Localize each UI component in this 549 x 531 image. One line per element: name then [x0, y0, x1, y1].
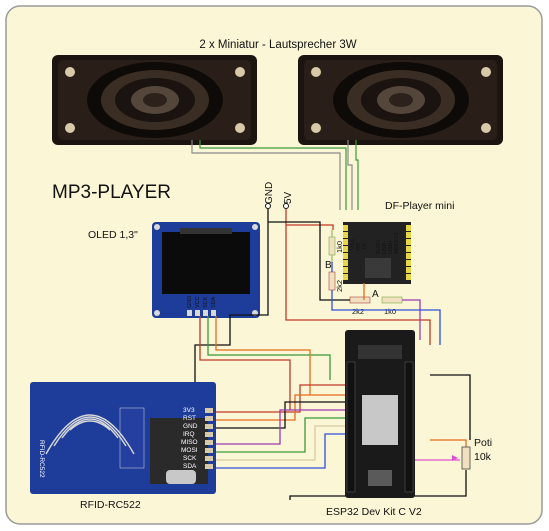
resistor-2k2-horizontal — [349, 296, 371, 304]
df-pin-tx: TX — [362, 243, 368, 250]
dfplayer-pin-labels-right: BUSY USB- USB+ ADKEY2 — [376, 232, 400, 254]
oled-display — [152, 222, 260, 318]
resistor-1k0-horizontal — [381, 296, 403, 304]
esp32-board — [345, 330, 415, 498]
rfid-board-text: RFID-RC522 — [38, 440, 45, 478]
oled-pin-sda: SDA — [211, 296, 217, 308]
rfid-pin-mosi: MOSI — [181, 447, 198, 454]
oled-pin-vcc: VCC — [195, 296, 201, 308]
marker-a: A — [372, 289, 379, 300]
gnd-terminal — [265, 203, 271, 209]
potentiometer — [452, 446, 471, 470]
df-pin-vcc: VCC — [350, 238, 356, 250]
poti-value: 10k — [474, 451, 492, 463]
speaker-wires — [191, 140, 359, 210]
speaker-right — [298, 55, 503, 145]
oled-pin-gnd: GND — [187, 296, 193, 308]
rfid-pin-irq: IRQ — [183, 431, 195, 438]
df-pin-adkey2: ADKEY2 — [394, 232, 400, 254]
rfid-pin-gnd: GND — [183, 423, 198, 430]
resistor-1k0-vertical — [328, 230, 336, 262]
dfplayer-module — [343, 222, 411, 284]
df-pin-usb-plus: USB+ — [388, 239, 394, 254]
marker-b: B — [325, 260, 332, 271]
rfid-pin-3v3: 3V3 — [183, 407, 195, 414]
5v-label: 5V — [283, 191, 294, 204]
title: MP3-PLAYER — [52, 182, 171, 203]
oled-pin-sck: SCK — [203, 296, 209, 308]
rfid-pin-labels: 3V3 RST GND IRQ MISO MOSI SCK SDA — [181, 407, 198, 470]
df-pin-usb-minus: USB- — [382, 241, 388, 254]
5v-terminal — [283, 203, 289, 209]
resistor-label-r3: 2k2 — [352, 307, 364, 316]
rfid-pin-rst: RST — [183, 415, 196, 422]
oled-label: OLED 1,3" — [88, 229, 138, 241]
dfplayer-pin-labels-left: VCC RX TX — [350, 238, 368, 250]
speaker-left — [52, 55, 257, 145]
gnd-label: GND — [264, 182, 275, 204]
df-pin-busy: BUSY — [376, 239, 382, 254]
rfid-pin-sda: SDA — [183, 463, 197, 470]
dfplayer-label: DF-Player mini — [385, 200, 454, 212]
esp32-label: ESP32 Dev Kit C V2 — [326, 506, 422, 518]
rfid-board — [30, 382, 216, 494]
resistor-label-r2: 2k2 — [335, 280, 344, 292]
resistor-label-r4: 1k0 — [384, 307, 396, 316]
oled-header-pins — [187, 310, 216, 316]
poti-label: Poti — [474, 437, 492, 449]
resistor-label-r1: 1k0 — [335, 241, 344, 253]
rfid-pin-miso: MISO — [181, 439, 198, 446]
df-pin-rx: RX — [356, 242, 362, 250]
speakers-label: 2 x Miniatur - Lautsprecher 3W — [199, 39, 356, 51]
rfid-label: RFID-RC522 — [80, 499, 141, 511]
signal-wires — [194, 209, 471, 500]
rfid-pin-sck: SCK — [183, 455, 197, 462]
